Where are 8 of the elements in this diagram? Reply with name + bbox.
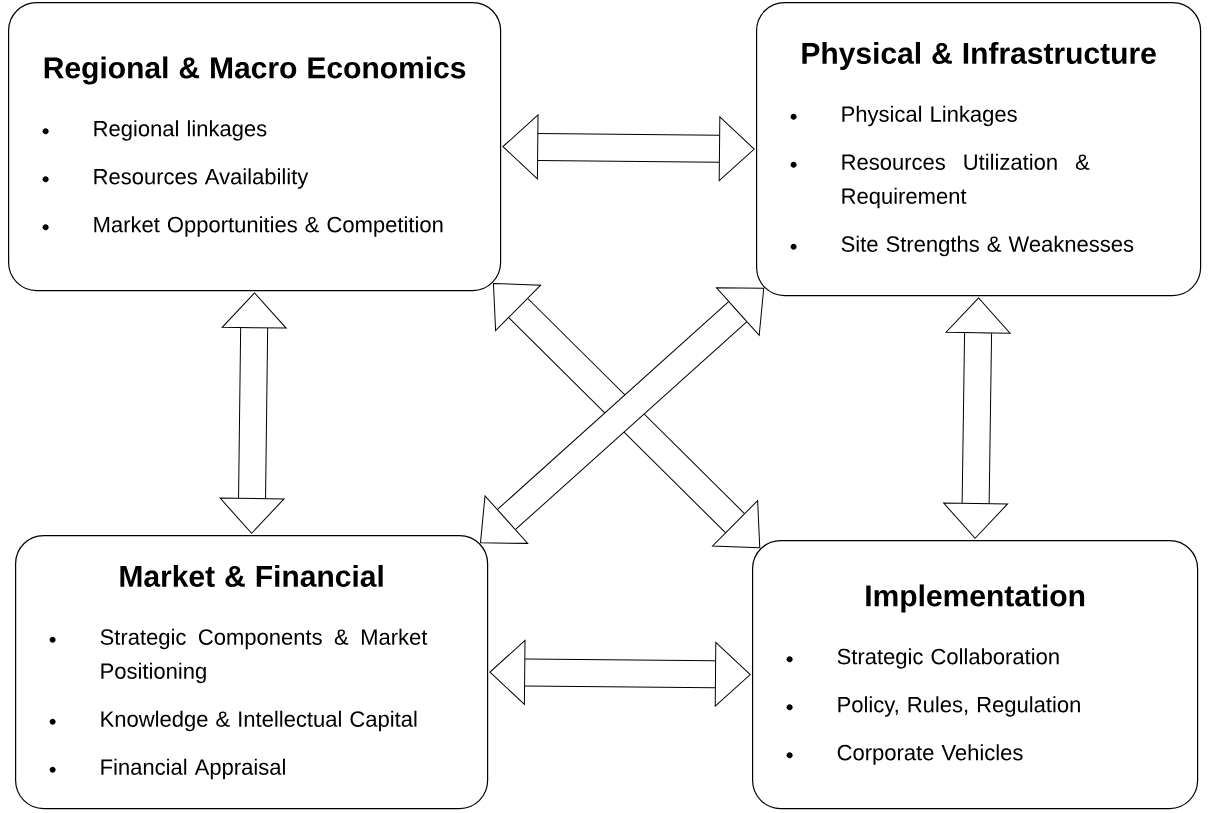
double-arrow	[219, 292, 287, 534]
topic-box: Regional & Macro Economics Regional linkages Resources Availability Market Opportunities & Competition	[8, 2, 502, 292]
double-arrow	[489, 640, 751, 707]
double-arrow	[502, 114, 755, 182]
topic-box: Implementation Strategic Collaboration Policy, Rules, Regulation Corporate Vehicles	[752, 540, 1199, 810]
topic-box: Market & Financial Strategic Components & Market Positioning Knowledge & Intellectual Capital Financial Appraisal	[15, 535, 489, 810]
topic-box: Physical & Infrastructure Physical Linkages Resources Utilization & Requirement Site Strengths & Weaknesses	[756, 2, 1202, 297]
double-arrow	[943, 297, 1011, 539]
